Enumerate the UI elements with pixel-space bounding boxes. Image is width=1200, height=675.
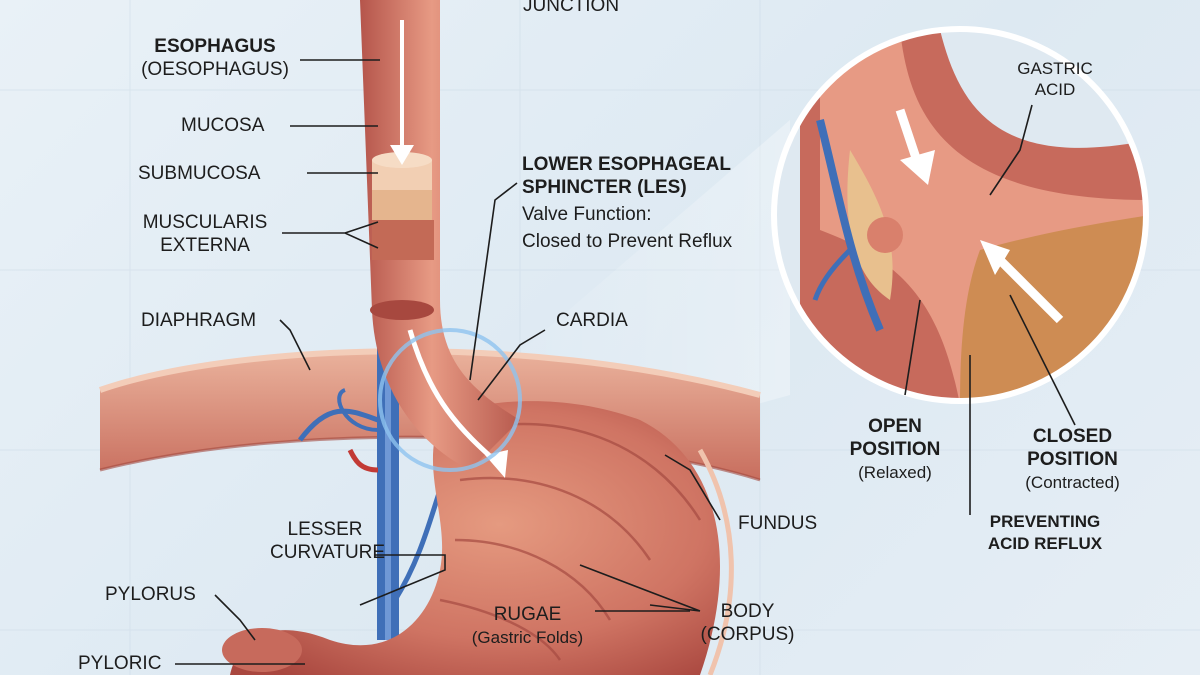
les-desc-2: Closed to Prevent Reflux xyxy=(522,230,732,253)
les-label: LOWER ESOPHAGEAL SPHINCTER (LES) Valve F… xyxy=(522,153,732,253)
gastric-acid-line-1: GASTRIC xyxy=(1000,58,1110,79)
les-title-1: LOWER ESOPHAGEAL xyxy=(522,153,732,176)
open-title-2: POSITION xyxy=(830,438,960,461)
les-desc-1: Valve Function: xyxy=(522,203,732,226)
open-title-1: OPEN xyxy=(830,415,960,438)
closed-position-label: CLOSED POSITION (Contracted) xyxy=(1005,425,1140,494)
open-position-label: OPEN POSITION (Relaxed) xyxy=(830,415,960,484)
lesser-line-2: CURVATURE xyxy=(270,541,380,564)
junction-label: JUNCTION xyxy=(523,0,619,17)
submucosa-label: SUBMUCOSA xyxy=(138,162,260,185)
preventing-line-1: PREVENTING xyxy=(975,511,1115,533)
closed-desc: (Contracted) xyxy=(1005,471,1140,494)
rugae-line-1: RUGAE xyxy=(450,603,605,626)
pylorus-label: PYLORUS xyxy=(105,583,196,606)
fundus-label: FUNDUS xyxy=(738,512,817,535)
muscularis-line-2: EXTERNA xyxy=(130,234,280,257)
body-label: BODY (CORPUS) xyxy=(700,600,795,646)
body-line-1: BODY xyxy=(700,600,795,623)
gastric-acid-line-2: ACID xyxy=(1000,79,1110,100)
mucosa-label: MUCOSA xyxy=(181,114,264,137)
lesser-line-1: LESSER xyxy=(270,518,380,541)
preventing-line-2: ACID REFLUX xyxy=(975,533,1115,555)
body-line-2: (CORPUS) xyxy=(700,623,795,646)
esophagus-alt: (OESOPHAGUS) xyxy=(130,58,300,81)
muscularis-line-1: MUSCULARIS xyxy=(130,211,280,234)
rugae-label: RUGAE (Gastric Folds) xyxy=(450,603,605,649)
cardia-label: CARDIA xyxy=(556,309,628,332)
esophagus-title: ESOPHAGUS xyxy=(130,35,300,58)
open-desc: (Relaxed) xyxy=(830,461,960,484)
pyloric-label: PYLORIC xyxy=(78,652,161,675)
les-title-2: SPHINCTER (LES) xyxy=(522,176,732,199)
closed-title-2: POSITION xyxy=(1005,448,1140,471)
closed-title-1: CLOSED xyxy=(1005,425,1140,448)
lesser-curvature-label: LESSER CURVATURE xyxy=(270,518,380,564)
preventing-reflux-label: PREVENTING ACID REFLUX xyxy=(975,511,1115,555)
diaphragm-label: DIAPHRAGM xyxy=(141,309,256,332)
rugae-line-2: (Gastric Folds) xyxy=(450,626,605,649)
gastric-acid-label: GASTRIC ACID xyxy=(1000,58,1110,100)
esophagus-label: ESOPHAGUS (OESOPHAGUS) xyxy=(130,35,300,81)
muscularis-label: MUSCULARIS EXTERNA xyxy=(130,211,280,257)
